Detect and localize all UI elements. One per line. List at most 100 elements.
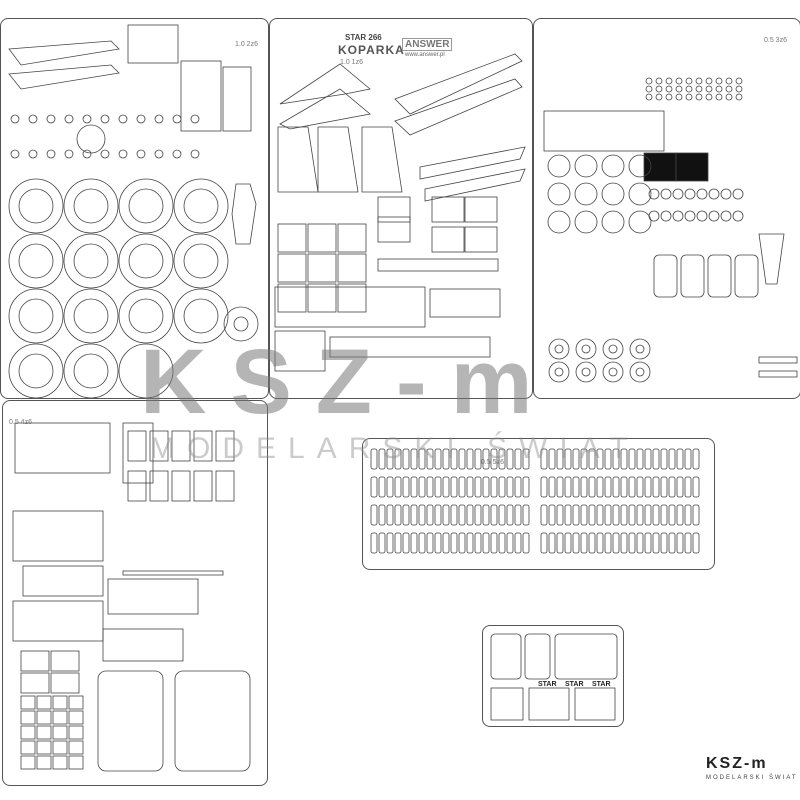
track-link-part (684, 476, 692, 498)
small-square-part (20, 755, 36, 770)
square-part (431, 196, 465, 223)
window-part (734, 254, 759, 298)
track-link-part (540, 504, 548, 526)
small-panel-part (149, 430, 169, 462)
small-part (645, 93, 653, 101)
sheet-4-parts (12, 422, 251, 772)
small-square-part (20, 740, 36, 755)
wheel-part (118, 343, 174, 398)
small-part (46, 114, 56, 124)
square-part (50, 672, 80, 694)
track-link-part (644, 476, 652, 498)
track-link-part (370, 532, 378, 554)
track-link-part (612, 476, 620, 498)
track-link-part (514, 532, 522, 554)
track-link-part (540, 532, 548, 554)
track-link-part (676, 504, 684, 526)
track-link-part (588, 504, 596, 526)
small-panel-part (215, 430, 235, 462)
model-name: STAR 266 (345, 33, 382, 42)
small-part (695, 93, 703, 101)
hub-part (581, 344, 591, 354)
track-link-part (386, 448, 394, 470)
square-part (277, 253, 307, 283)
small-part (665, 93, 673, 101)
side-panel-part (277, 126, 319, 193)
small-part (675, 77, 683, 85)
hub-part (554, 344, 564, 354)
track-link-part (466, 448, 474, 470)
track-link-part (426, 448, 434, 470)
small-part (715, 93, 723, 101)
wheel-part (63, 343, 119, 398)
small-panel-part (127, 470, 147, 502)
track-link-part (402, 504, 410, 526)
side-panel-part (317, 126, 359, 193)
track-link-part (684, 504, 692, 526)
ring-part (696, 188, 708, 200)
track-link-part (498, 504, 506, 526)
window-part (707, 254, 732, 298)
star-emblem-part: STAR (592, 681, 611, 688)
track-link-part (418, 448, 426, 470)
small-square-part (36, 755, 52, 770)
track-link-part (676, 532, 684, 554)
small-panel-part (193, 470, 213, 502)
arm-part (8, 64, 120, 90)
boom-part (394, 53, 523, 115)
small-square-part (52, 725, 68, 740)
track-link-part (490, 448, 498, 470)
boom-part (279, 63, 371, 105)
wheel-part (602, 338, 624, 360)
window-part (653, 254, 678, 298)
small-square-part (36, 710, 52, 725)
disc-part (628, 154, 652, 178)
small-part (725, 93, 733, 101)
track-link-part (450, 448, 458, 470)
small-panel-part (127, 430, 147, 462)
ring-part (708, 188, 720, 200)
disc-part (628, 210, 652, 234)
track-link-part (466, 504, 474, 526)
track-link-part (522, 476, 530, 498)
track-link-part (660, 476, 668, 498)
track-link-part (572, 504, 580, 526)
wheel-part (173, 178, 229, 234)
wheel-hub-part (128, 298, 164, 334)
sheet-3-parts (543, 77, 798, 383)
parts-sheet-5: 0.5 5z6 (362, 438, 715, 570)
frame-part (231, 183, 257, 245)
track-link-part (548, 504, 556, 526)
small-part (685, 93, 693, 101)
square-part (277, 283, 307, 313)
wheel-part (118, 233, 174, 289)
wheel-part (629, 338, 651, 360)
small-part (655, 93, 663, 101)
track-link-part (620, 476, 628, 498)
small-panel-part (215, 470, 235, 502)
window-frame-part (554, 633, 618, 680)
small-square-part (52, 710, 68, 725)
track-link-part (378, 476, 386, 498)
track-link-part (490, 476, 498, 498)
small-square-part (68, 755, 84, 770)
brand-url: www.answer.pl (405, 52, 445, 58)
small-square-part (68, 695, 84, 710)
track-link-part (386, 476, 394, 498)
wheel-hub-part (183, 188, 219, 224)
track-link-part (548, 532, 556, 554)
small-part (705, 93, 713, 101)
track-link-part (660, 448, 668, 470)
track-link-part (434, 504, 442, 526)
cab-floor-part (14, 422, 111, 474)
track-link-part (668, 504, 676, 526)
small-part (10, 149, 20, 159)
track-link-part (418, 504, 426, 526)
track-link-part (692, 476, 700, 498)
ring-part (720, 188, 732, 200)
window-frame-part (490, 633, 522, 680)
track-link-part (410, 532, 418, 554)
small-part (100, 114, 110, 124)
track-link-part (684, 532, 692, 554)
track-link-part (604, 448, 612, 470)
